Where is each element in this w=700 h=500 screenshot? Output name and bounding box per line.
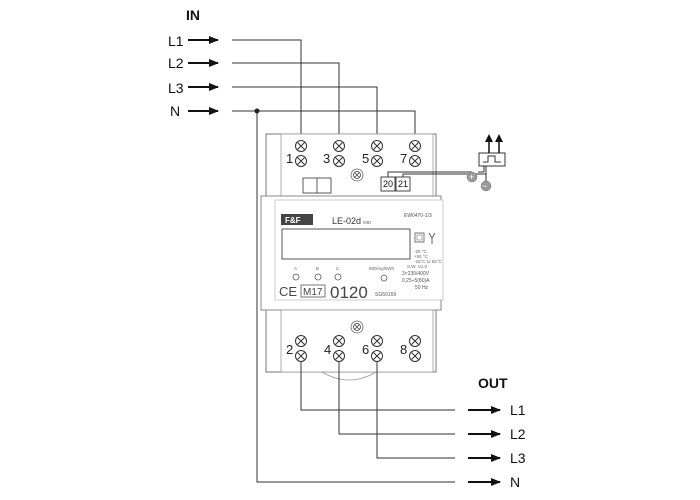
input-label-l1: L1 [168, 33, 184, 49]
terminal-2 [295, 335, 307, 362]
terminal-label-2: 2 [286, 342, 293, 357]
wire-out-l2 [338, 362, 455, 435]
wire-in-n [232, 110, 416, 140]
pulse-minus-marker: − [480, 180, 492, 192]
pulse-plus-marker: + [466, 171, 478, 183]
pulse-terminal-20: 20 [383, 179, 393, 189]
metrology-mark-box [300, 284, 326, 298]
wire-neutral-through [256, 111, 455, 483]
terminal-label-6: 6 [362, 342, 369, 357]
output-arrows [468, 406, 501, 486]
certificate-code: SG50169 [375, 292, 396, 298]
terminal-7 [409, 140, 421, 167]
phase-led-b [314, 273, 322, 281]
rated-current: 0,25÷5(80)A [402, 278, 430, 284]
metrology-mark: M17 [303, 287, 323, 298]
brand-logo: F&F [281, 214, 313, 225]
terminal-3 [333, 140, 345, 167]
wire-in-l3 [232, 86, 378, 140]
top-terminals [295, 140, 421, 182]
din-clip [321, 371, 377, 381]
output-label-l1: L1 [510, 402, 526, 418]
input-label-l3: L3 [168, 80, 184, 96]
svg-text:−: − [482, 181, 487, 191]
temp-line-3: -25°C to 55°C [414, 259, 443, 264]
terminal-8 [409, 335, 421, 362]
pulse-counter-icon [478, 134, 506, 167]
input-label-l2: L2 [168, 55, 184, 71]
rated-frequency: 50 Hz [415, 285, 429, 291]
output-label-l3: L3 [510, 450, 526, 466]
terminal-label-8: 8 [400, 342, 407, 357]
top-block-windows [302, 177, 332, 194]
meter-model-suffix: MID [363, 220, 372, 225]
wire-out-l1 [300, 362, 455, 411]
phase-label-b: B [316, 266, 319, 271]
software-version: S.W. V1.0 [407, 264, 428, 269]
antenna-icon [428, 232, 436, 244]
temp-line-1: -25 °C [414, 249, 428, 254]
lcd-display [281, 228, 411, 260]
terminal-6 [371, 335, 383, 362]
phase-label-a: A [294, 266, 297, 271]
notified-body-number: 0120 [330, 283, 368, 302]
svg-text:F&F: F&F [285, 216, 301, 225]
phase-led-c [334, 273, 342, 281]
phase-label-c: C [336, 266, 340, 271]
terminal-1 [295, 140, 307, 167]
terminal-label-7: 7 [400, 151, 407, 166]
impulse-rate: 800imp/kWh [369, 266, 395, 271]
wire-in-l1 [232, 39, 302, 140]
ce-mark: CE [279, 284, 297, 299]
pulse-wire-plus [387, 171, 472, 177]
center-screw-top [350, 168, 364, 182]
input-label-n: N [170, 103, 180, 119]
output-label-l2: L2 [510, 426, 526, 442]
meter-code-top: EW0470-1/3 [404, 213, 432, 219]
wire-out-l3 [376, 362, 455, 459]
terminal-5 [371, 140, 383, 167]
rated-voltage: 3×230/400V [402, 271, 430, 277]
impulse-led [380, 274, 388, 282]
bottom-terminals [295, 320, 421, 362]
meter-model: LE-02d [332, 216, 361, 226]
temp-line-2: +55 °C [414, 254, 429, 259]
terminal-label-1: 1 [286, 151, 293, 166]
neutral-junction-dot [254, 108, 260, 114]
input-arrows [188, 36, 219, 115]
output-wires [300, 362, 455, 459]
center-screw-bottom [350, 320, 364, 334]
terminal-label-4: 4 [324, 342, 331, 357]
output-label-n: N [510, 474, 520, 490]
terminal-4 [333, 335, 345, 362]
out-heading: OUT [478, 375, 508, 391]
terminal-label-5: 5 [362, 151, 369, 166]
optical-port-icon [414, 232, 425, 243]
input-wires [232, 39, 455, 483]
pulse-terminal-21: 21 [398, 179, 408, 189]
phase-led-a [292, 273, 300, 281]
in-heading: IN [186, 7, 200, 23]
terminal-label-3: 3 [323, 151, 330, 166]
wire-in-l2 [232, 62, 340, 140]
svg-text:+: + [469, 172, 474, 182]
